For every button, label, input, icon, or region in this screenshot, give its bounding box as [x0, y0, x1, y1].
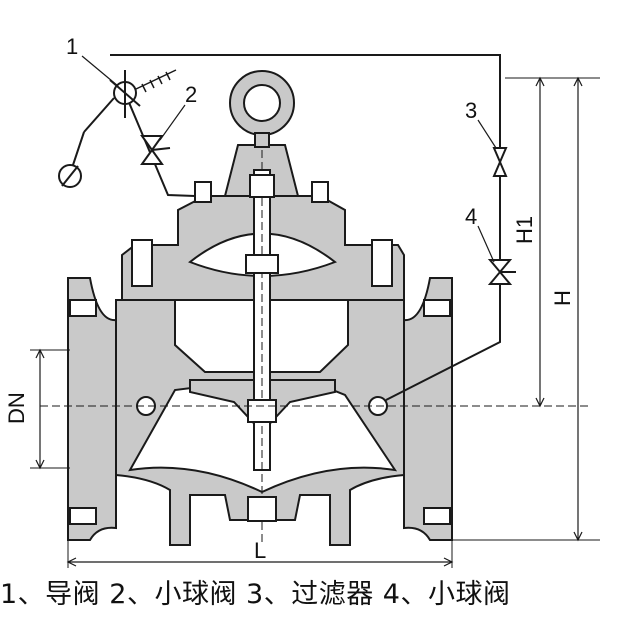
bottom-nut — [247, 496, 277, 522]
left-flange — [67, 277, 117, 541]
right-flange-top-slot — [423, 299, 451, 317]
l-label: L — [254, 538, 266, 563]
top-left-bolt — [194, 181, 212, 203]
pilot-pipe — [124, 92, 196, 197]
ball-valve-2-handle — [151, 147, 171, 151]
gauge-needle — [61, 165, 79, 187]
mid-nut — [245, 254, 279, 274]
valve-drawing — [30, 54, 600, 568]
left-bolt — [131, 239, 153, 287]
top-nut — [249, 174, 275, 198]
parts-caption: 1、导阀 2、小球阀 3、过滤器 4、小球阀 — [0, 579, 511, 610]
h-label: H — [550, 290, 575, 306]
h1-arrow-top — [535, 76, 545, 87]
h-arrow-top — [573, 76, 583, 87]
callout-1: 1 — [66, 34, 78, 59]
dn-label: DN — [4, 392, 29, 424]
left-flange-top-slot — [69, 299, 97, 317]
l-arrow-right — [443, 557, 454, 567]
right-flange-bottom-slot — [423, 507, 451, 525]
callout-2: 2 — [185, 82, 197, 107]
l-arrow-left — [66, 557, 77, 567]
leader-4 — [477, 225, 495, 263]
h-arrow-bottom — [573, 531, 583, 542]
callout-4: 4 — [465, 204, 477, 229]
gauge-pipe — [71, 131, 85, 169]
control-pipe — [110, 54, 501, 401]
left-flange-bottom-slot — [69, 507, 97, 525]
leader-2 — [159, 104, 186, 141]
leader-1 — [81, 55, 119, 87]
eye-stem — [254, 132, 270, 148]
pilot-valve-arm — [109, 79, 141, 107]
right-flange — [403, 277, 453, 541]
leader-3 — [477, 119, 497, 149]
dn-arrow-bottom — [35, 459, 45, 470]
top-right-bolt — [311, 181, 329, 203]
gauge-line — [83, 97, 115, 133]
h1-label: H1 — [512, 216, 537, 244]
dn-arrow-top — [35, 348, 45, 359]
h1-arrow-bottom — [535, 397, 545, 408]
lifting-eye-inner — [243, 84, 281, 122]
callout-3: 3 — [465, 98, 477, 123]
filter-icon — [492, 147, 508, 177]
disc-nut — [247, 399, 277, 423]
pilot-spring-icon — [135, 69, 177, 93]
right-bolt — [371, 239, 393, 287]
